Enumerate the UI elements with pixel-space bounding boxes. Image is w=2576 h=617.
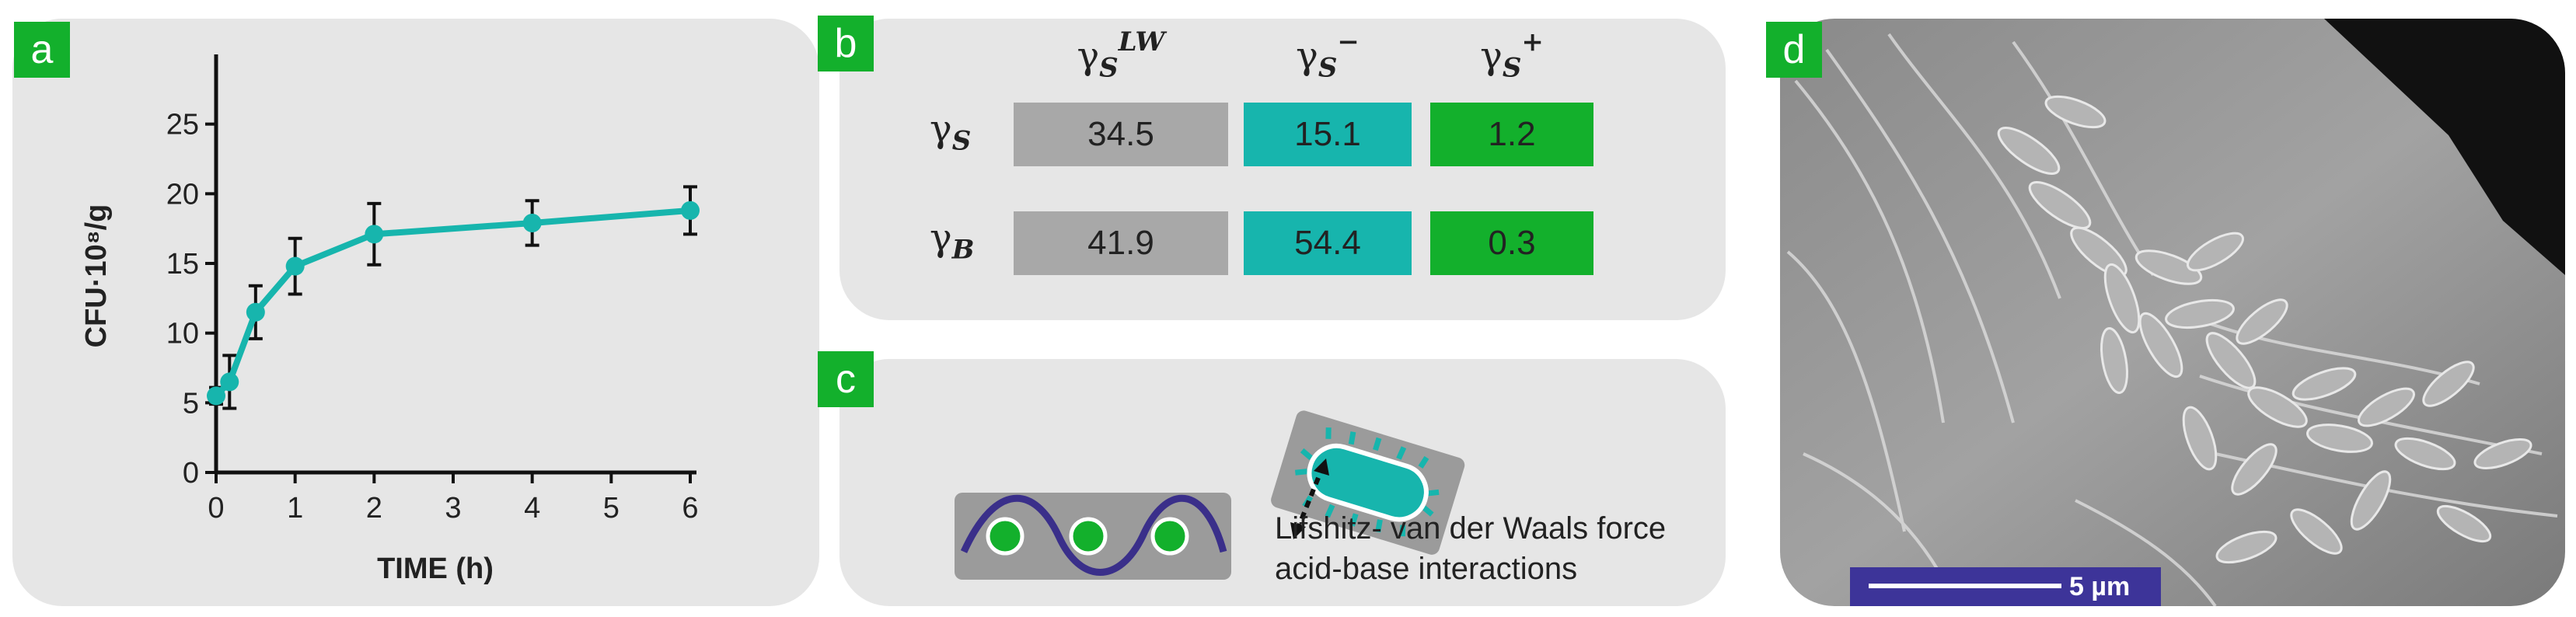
sem-dark-background xyxy=(2324,19,2565,275)
symbol-subscript: B xyxy=(951,234,975,266)
symbol-superscript: + xyxy=(1521,26,1544,58)
data-point xyxy=(681,200,700,220)
data-point xyxy=(285,256,305,276)
column-header: γS− xyxy=(1246,26,1409,84)
scale-bar-label: 5 µm xyxy=(2069,572,2130,601)
symbol-base: γ xyxy=(1480,34,1503,78)
x-tick-label: 6 xyxy=(682,492,698,525)
table-cell: 41.9 xyxy=(1014,211,1228,275)
chart-tick-labels: 0 5 10 15 20 25 0 1 2 3 4 5 6 xyxy=(166,109,699,525)
y-tick-label: 5 xyxy=(183,387,199,420)
row-label: γB xyxy=(930,216,974,266)
symbol-subscript: S xyxy=(1502,52,1522,84)
growth-chart: 0 5 10 15 20 25 0 1 2 3 4 5 6 TIME (h) CFU·10⁸/g xyxy=(80,54,700,585)
column-header: γSLW xyxy=(1039,26,1202,84)
symbol-subscript: S xyxy=(951,125,972,157)
interaction-diagram xyxy=(955,410,1465,580)
substrate-bead xyxy=(1150,517,1189,556)
table-cell: 34.5 xyxy=(1014,103,1228,166)
table-cell: 1.2 xyxy=(1430,103,1593,166)
symbol-base: γ xyxy=(1077,34,1100,78)
x-tick-label: 5 xyxy=(603,492,620,525)
x-axis-label: TIME (h) xyxy=(377,553,494,585)
panel-label-d: d xyxy=(1766,22,1822,78)
y-tick-label: 15 xyxy=(166,248,199,281)
data-point xyxy=(246,302,265,322)
panel-label-a: a xyxy=(14,22,70,78)
data-point xyxy=(207,386,225,406)
row-label: γS xyxy=(930,107,971,157)
y-axis-label: CFU·10⁸/g xyxy=(80,204,113,348)
x-tick-label: 2 xyxy=(366,492,382,525)
y-tick-label: 0 xyxy=(183,457,199,490)
bacterium-cell xyxy=(1307,443,1429,522)
y-tick-label: 25 xyxy=(166,109,199,141)
x-tick-label: 0 xyxy=(208,492,224,525)
arrowhead-top xyxy=(1314,458,1329,476)
column-header: γS+ xyxy=(1430,26,1593,84)
y-tick-label: 20 xyxy=(166,178,199,211)
symbol-base: γ xyxy=(1296,34,1318,78)
symbol-superscript: − xyxy=(1337,26,1360,58)
data-point xyxy=(220,372,239,392)
polymer-chain xyxy=(960,494,1227,576)
force-label-lifshitz: Lifshitz- van der Waals force xyxy=(1275,511,1667,546)
data-point xyxy=(365,225,384,244)
chart-error-bars xyxy=(209,185,697,410)
table-cell: 54.4 xyxy=(1244,211,1412,275)
table-cell: 0.3 xyxy=(1430,211,1593,275)
substrate-bead xyxy=(1069,517,1108,556)
panel-label-c: c xyxy=(818,351,874,407)
symbol-superscript: LW xyxy=(1118,26,1165,58)
force-label-acid-base: acid-base interactions xyxy=(1275,552,1578,586)
chart-series xyxy=(207,200,700,406)
x-tick-label: 1 xyxy=(287,492,303,525)
y-tick-label: 10 xyxy=(166,318,199,350)
symbol-subscript: S xyxy=(1318,52,1338,84)
chart-axes xyxy=(205,54,696,483)
panel-label-b: b xyxy=(818,16,874,71)
substrate-bead xyxy=(986,517,1024,556)
table-cell: 15.1 xyxy=(1244,103,1412,166)
symbol-base: γ xyxy=(930,107,952,151)
symbol-subscript: S xyxy=(1099,52,1119,84)
x-tick-label: 4 xyxy=(524,492,540,525)
series-line xyxy=(214,207,691,399)
data-point xyxy=(522,213,542,232)
sem-micrograph: 5 µm xyxy=(1780,19,2565,606)
arrowhead-bottom xyxy=(1290,522,1306,539)
x-tick-label: 3 xyxy=(445,492,461,525)
symbol-base: γ xyxy=(930,216,952,260)
panel-a-background xyxy=(12,19,819,606)
